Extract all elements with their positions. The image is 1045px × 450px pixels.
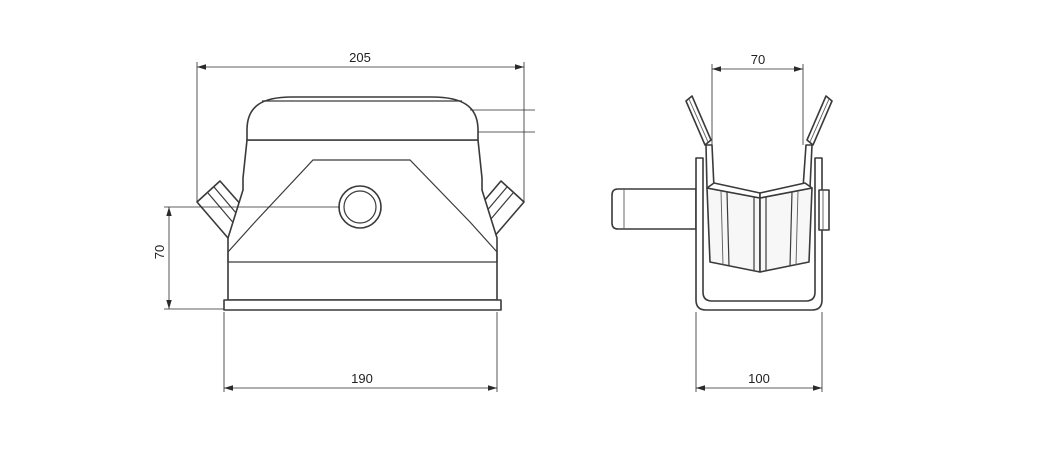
dim-side-top: 70 <box>711 52 804 145</box>
front-bolt-hole <box>338 185 382 229</box>
dim-front-height: 70 <box>152 206 340 310</box>
side-bracket <box>695 157 823 311</box>
side-right-flange <box>818 189 830 231</box>
dim-front-top-label: 205 <box>349 50 371 65</box>
front-cap <box>246 96 479 141</box>
dim-front-bottom-label: 190 <box>351 371 373 386</box>
front-view: 205 190 70 <box>152 50 535 392</box>
front-base-plate <box>223 299 502 311</box>
side-view: 70 100 <box>611 52 833 392</box>
front-center-panel <box>227 159 498 263</box>
side-roller-left <box>706 182 761 273</box>
side-pin <box>611 188 697 230</box>
dim-side-bottom-label: 100 <box>748 371 770 386</box>
side-roller-right <box>759 182 813 273</box>
dim-front-height-label: 70 <box>152 245 167 259</box>
dim-front-bottom: 190 <box>223 312 498 392</box>
side-arm-right <box>802 95 833 189</box>
dim-side-top-label: 70 <box>751 52 765 67</box>
dim-side-bottom: 100 <box>695 312 823 392</box>
